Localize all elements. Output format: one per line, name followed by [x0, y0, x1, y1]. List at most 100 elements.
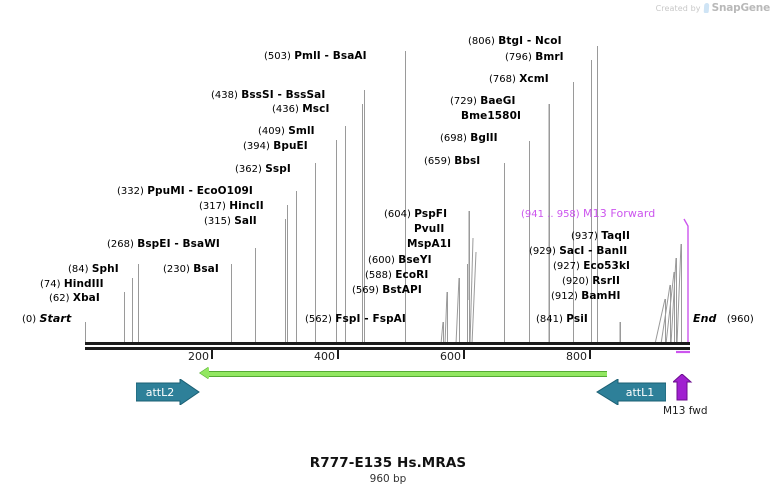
site-pos: (659)	[424, 156, 451, 167]
site-label-bspei-bsawi: (268) BspEI - BsaWI	[107, 238, 220, 251]
watermark-prefix: Created by	[655, 3, 701, 13]
site-pos: (927)	[553, 261, 580, 272]
site-name: Start	[39, 312, 72, 325]
site-pos: (268)	[107, 239, 134, 250]
site-label-bbsi: (659) BbsI	[424, 155, 480, 168]
site-name: BpuEI	[273, 140, 308, 152]
site-label-msci: (436) MscI	[272, 103, 329, 116]
site-name: Eco53kI	[583, 260, 631, 272]
site-name: HindIII	[63, 278, 104, 290]
site-label-taqii: (937) TaqII	[571, 230, 630, 243]
feature-attl1[interactable]: attL1	[596, 379, 666, 405]
site-pos: (729)	[450, 96, 477, 107]
site-label-pspfi: (604) PspFI	[384, 208, 447, 221]
site-pos: (503)	[264, 51, 291, 62]
leader-line-74	[132, 278, 133, 344]
feature-attl2[interactable]: attL2	[136, 379, 200, 405]
map-title: R777-E135 Hs.MRAS	[309, 455, 467, 471]
leader-line-806	[597, 46, 598, 344]
leader-line-841	[620, 322, 621, 344]
site-name: BssSI - BssSaI	[241, 89, 326, 101]
site-name: BseYI	[398, 254, 432, 266]
site-pos: (588)	[365, 270, 392, 281]
site-pos: (806)	[468, 36, 495, 47]
leader-line-0	[85, 322, 86, 344]
leader-line-62	[124, 292, 125, 344]
site-pos: (600)	[368, 255, 395, 266]
ruler-tick-600	[463, 350, 465, 359]
snapgene-watermark: Created by SnapGene	[655, 2, 771, 14]
site-label-sali: (315) SalI	[204, 215, 257, 228]
site-label-saci-banii: (929) SacI - BanII	[529, 245, 627, 258]
attl1-arrow-shape	[596, 379, 666, 405]
site-name: Bme1580I	[461, 110, 521, 122]
orf-arrow-body	[209, 371, 607, 377]
site-pos: (912)	[551, 291, 578, 302]
site-pos: (394)	[243, 141, 270, 152]
site-name: XcmI	[519, 73, 549, 85]
m13-fwd-primer-arrow[interactable]	[673, 374, 693, 402]
site-name: FspI - FspAI	[335, 313, 406, 325]
leader-line-268	[255, 248, 256, 344]
site-pos: (768)	[489, 74, 516, 85]
site-label-bstapi: (569) BstAPI	[352, 284, 422, 297]
site-name: PvuII	[414, 223, 445, 235]
site-name: MscI	[302, 103, 330, 115]
site-name: BaeGI	[480, 95, 516, 107]
leader-line-562	[443, 322, 444, 344]
leader-line-768	[573, 82, 574, 344]
site-label-smli: (409) SmlI	[258, 125, 315, 138]
site-name: XbaI	[72, 292, 100, 304]
site-pos: (562)	[305, 314, 332, 325]
site-pos: (0)	[22, 314, 37, 325]
site-name: BglII	[470, 132, 498, 144]
site-pos: (362)	[235, 164, 262, 175]
site-label-hindiii: (74) HindIII	[40, 278, 104, 291]
site-label-ecori: (588) EcoRI	[365, 269, 428, 282]
leader-line-927	[674, 272, 675, 344]
sequence-backbone-top	[85, 342, 690, 345]
site-label-btgi-ncoi: (806) BtgI - NcoI	[468, 35, 562, 48]
site-pos: (937)	[571, 231, 598, 242]
site-pos: (841)	[536, 314, 563, 325]
site-pos: (230)	[163, 264, 190, 275]
site-name: PspFI	[414, 208, 448, 220]
site-label-bseyi: (600) BseYI	[368, 254, 432, 267]
sequence-backbone-bottom	[85, 347, 690, 350]
site-name: RsrII	[592, 275, 621, 287]
site-name: BstAPI	[382, 284, 422, 296]
leader-line-796	[591, 60, 592, 344]
attl2-arrow-shape	[136, 379, 200, 405]
leader-line-503	[405, 51, 406, 344]
site-label-mspa1i: MspA1I	[407, 238, 451, 250]
site-pos: (929)	[529, 246, 556, 257]
site-name: TaqII	[601, 230, 630, 242]
site-label-bme1580i: Bme1580I	[461, 110, 521, 122]
site-name: BmrI	[535, 51, 564, 63]
site-name: BspEI - BsaWI	[137, 238, 220, 250]
leader-line-436	[362, 104, 363, 344]
site-pos: (941 .. 958)	[521, 209, 580, 220]
site-pos: (920)	[562, 276, 589, 287]
site-label-psii: (841) PsiI	[536, 313, 588, 326]
site-label-pvuii: PvuII	[414, 223, 444, 235]
leader-line-588	[459, 278, 460, 344]
map-subtitle: 960 bp	[369, 473, 407, 485]
site-label-bamhi: (912) BamHI	[551, 290, 620, 303]
leader-line-920	[670, 285, 671, 344]
ruler-label-600: 600	[440, 350, 461, 363]
site-label-rsrii: (920) RsrII	[562, 275, 620, 288]
site-label-sphi: (84) SphI	[68, 263, 119, 276]
site-name: SphI	[91, 263, 119, 275]
ruler-tick-200	[211, 350, 213, 359]
site-label-bsssi-bsssai: (438) BssSI - BssSaI	[211, 89, 325, 102]
ruler-tick-400	[337, 350, 339, 359]
leader-line-317	[287, 205, 288, 344]
site-name: EcoRI	[395, 269, 429, 281]
ruler-tick-800	[589, 350, 591, 359]
attl2-label: attL2	[145, 385, 175, 399]
site-name: PmlI - BsaAI	[294, 50, 367, 62]
attl1-label: attL1	[625, 385, 655, 399]
leader-line-409	[345, 126, 346, 344]
site-name: BtgI - NcoI	[498, 35, 562, 47]
